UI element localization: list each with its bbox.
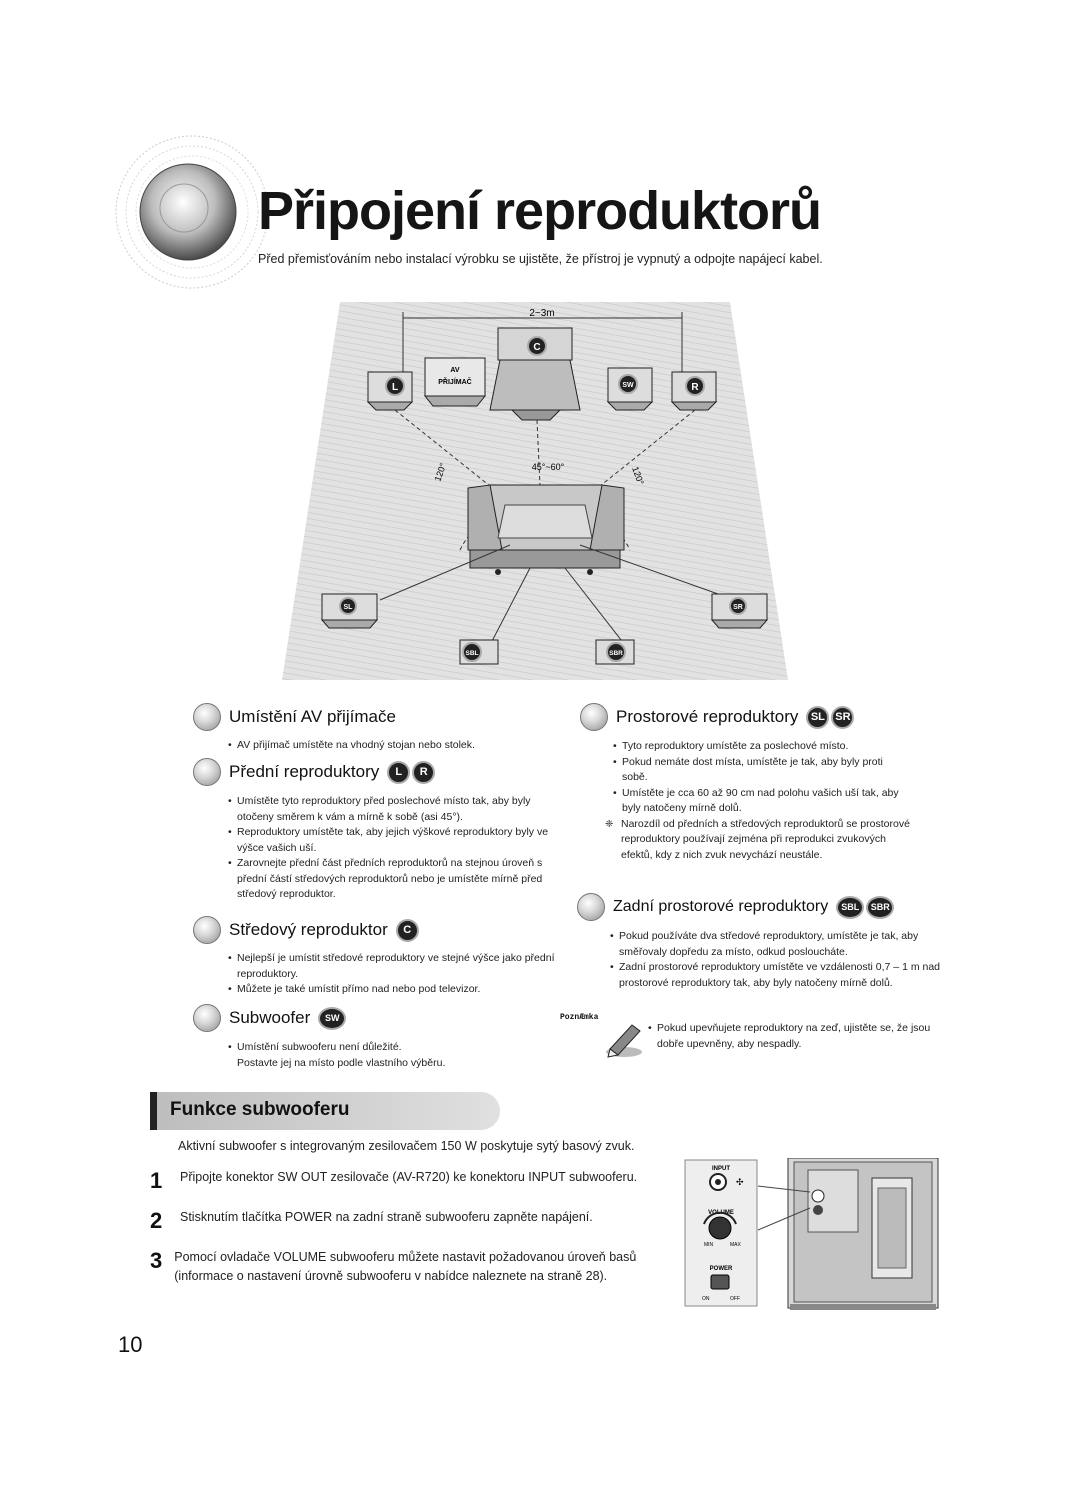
panel-max-label: MAX <box>730 1242 742 1248</box>
label-r: R <box>691 382 699 393</box>
list-item: Pokud používáte dva středové reproduktor… <box>610 929 947 960</box>
list-item: Můžete je také umístit přímo nad nebo po… <box>228 982 558 998</box>
list-item: Umístění subwooferu není důležité. <box>228 1040 558 1056</box>
section-front-speakers: Přední reproduktory LR Umístěte tyto rep… <box>193 758 563 903</box>
section-heading: Středový reproduktor <box>229 920 388 939</box>
sphere-icon <box>193 758 221 786</box>
list-item-continuation: Postavte jej na místo podle vlastního vý… <box>237 1056 446 1069</box>
badge-sr: SR <box>831 705 855 729</box>
step-number: 2 <box>150 1208 163 1233</box>
section-heading: Přední reproduktory <box>229 762 380 781</box>
remark-box: PoznÆmka Pokud upevňujete reproduktory n… <box>560 1013 940 1058</box>
sphere-icon <box>193 1004 221 1032</box>
angle-45-60: 45°~60° <box>532 462 565 472</box>
badge-r: R <box>412 760 436 784</box>
badge-sw: SW <box>318 1006 347 1030</box>
step-number: 1 <box>150 1168 163 1193</box>
badge-sl: SL <box>806 705 830 729</box>
section-heading: Umístění AV přijímače <box>229 707 396 726</box>
section-center-speaker: Středový reproduktor C Nejlepší je umíst… <box>193 916 563 998</box>
safety-note: Před přemisťováním nebo instalací výrobk… <box>258 252 823 266</box>
subwoofer-rear-panel: INPUT ✣ VOLUME MIN MAX POWER ON OFF <box>680 1157 940 1318</box>
list-item: Tyto reproduktory umístěte za poslechové… <box>613 739 910 755</box>
section-title: Funkce subwooferu <box>170 1099 350 1120</box>
label-sbr: SBR <box>609 650 623 657</box>
label-sw: SW <box>622 382 634 389</box>
badge-c: C <box>395 918 419 942</box>
step-item: 3 Pomocí ovladače VOLUME subwooferu můžet… <box>150 1248 660 1286</box>
step-item: 2 Stisknutím tlačítka POWER na zadní stra… <box>150 1208 660 1234</box>
label-sl: SL <box>344 604 354 611</box>
sphere-icon <box>580 703 608 731</box>
section-banner: Funkce subwooferu <box>150 1092 500 1130</box>
step-text: Stisknutím tlačítka POWER na zadní stran… <box>180 1210 593 1224</box>
panel-input-label: INPUT <box>712 1166 730 1172</box>
list-item: Pokud nemáte dost místa, umístěte je tak… <box>613 755 910 786</box>
speaker-placement-diagram: 2~3m C AV PŘIJÍMAČ L SW R 45°~60° 120° 1… <box>280 300 790 682</box>
label-l: L <box>392 382 398 393</box>
badge-sbl: SBL <box>836 895 865 919</box>
svg-text:✣: ✣ <box>736 1177 744 1187</box>
av-receiver-label: AV <box>450 367 460 374</box>
pencil-icon <box>602 1019 646 1059</box>
sphere-icon <box>193 703 221 731</box>
list-item: Nejlepší je umístit středové reproduktor… <box>228 951 558 982</box>
section-intro: Aktivní subwoofer s integrovaným zesilov… <box>178 1139 635 1153</box>
steps-list: 1 Připojte konektor SW OUT zesilovače (AV… <box>150 1168 660 1286</box>
label-sr: SR <box>733 604 743 611</box>
list-item: Zadní prostorové reproduktory umístěte v… <box>610 960 947 991</box>
panel-power-label: POWER <box>710 1266 733 1272</box>
list-item: Umístěte je cca 60 až 90 cm nad polohu v… <box>613 786 910 817</box>
sphere-icon <box>577 893 605 921</box>
panel-min-label: MIN <box>704 1242 714 1248</box>
step-text: Připojte konektor SW OUT zesilovače (AV-… <box>180 1170 638 1184</box>
panel-off-label: OFF <box>730 1296 740 1302</box>
badge-l: L <box>387 760 411 784</box>
page-title: Připojení reproduktorů <box>258 181 822 241</box>
step-number: 3 <box>150 1248 163 1273</box>
section-subwoofer: Subwoofer SW Umístění subwooferu není dů… <box>193 1004 563 1071</box>
av-receiver-label-2: PŘIJÍMAČ <box>438 377 471 386</box>
remark-label: PoznÆmka <box>560 1013 599 1022</box>
section-heading: Subwoofer <box>229 1008 311 1027</box>
list-item: Reproduktory umístěte tak, aby jejich vý… <box>228 825 558 856</box>
panel-on-label: ON <box>702 1296 710 1302</box>
list-item: Zarovnejte přední část předních reproduk… <box>228 856 558 903</box>
step-text: Pomocí ovladače VOLUME subwooferu můžete… <box>174 1250 637 1283</box>
sphere-icon <box>193 916 221 944</box>
section-heading: Zadní prostorové reproduktory <box>613 898 829 915</box>
list-item: Pokud upevňujete reproduktory na zeď, uj… <box>648 1021 940 1052</box>
label-sbl: SBL <box>466 650 479 657</box>
list-item: Umístěte tyto reproduktory před poslecho… <box>228 794 558 825</box>
page-number: 10 <box>118 1332 143 1357</box>
step-item: 1 Připojte konektor SW OUT zesilovače (AV… <box>150 1168 660 1194</box>
section-av-receiver: Umístění AV přijímače AV přijímač umístě… <box>193 703 563 754</box>
speaker-disc-logo <box>100 120 270 295</box>
badge-sbr: SBR <box>866 895 895 919</box>
distance-label: 2~3m <box>529 308 554 319</box>
section-heading: Prostorové reproduktory <box>616 707 799 726</box>
note-item: Narozdíl od předních a středových reprod… <box>605 817 910 864</box>
list-item: AV přijímač umístěte na vhodný stojan ne… <box>228 738 563 754</box>
label-c: C <box>533 342 540 353</box>
